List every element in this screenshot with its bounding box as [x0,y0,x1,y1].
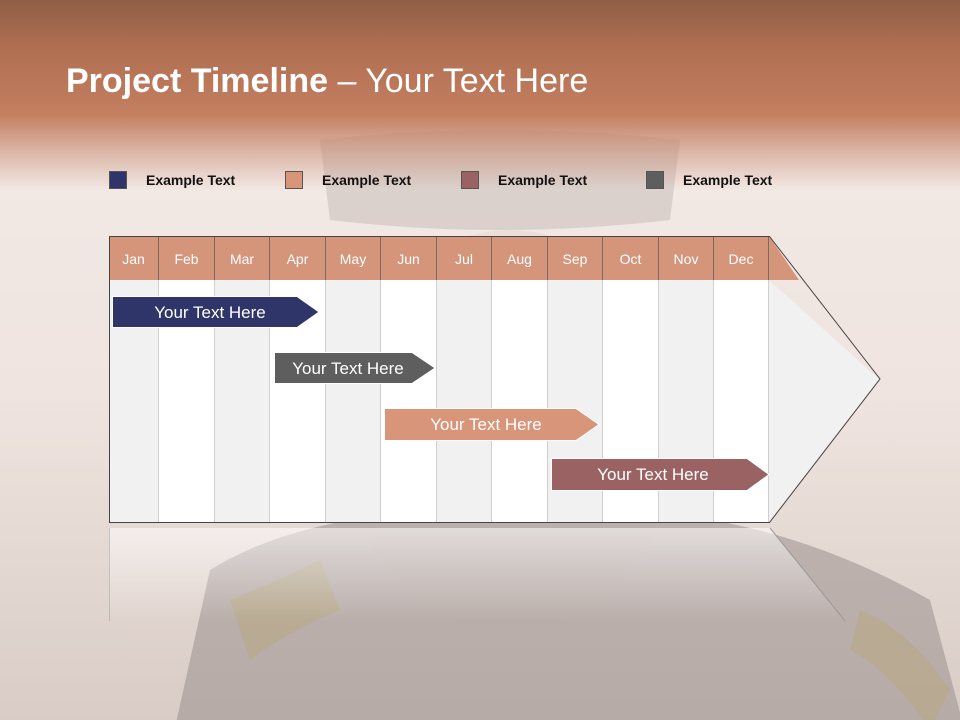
month-column-may [326,280,381,522]
month-header-jan: Jan [109,236,159,280]
month-header-sep: Sep [548,236,603,280]
title-rest: – Your Text Here [328,62,589,100]
slide-title: Project Timeline – Your Text Here [66,60,588,102]
month-bar [109,236,769,280]
month-header-dec: Dec [714,236,769,280]
task-arrow-shape-3 [384,408,600,441]
timeline-border [109,236,881,523]
month-column-jul [437,280,492,522]
legend-swatch-4 [646,171,664,189]
task-bar-2[interactable]: Your Text Here [274,352,436,384]
task-label-1: Your Text Here [154,303,266,322]
timeline-reflection [109,527,846,622]
legend-swatch-1 [109,171,127,189]
legend-label-2: Example Text [322,172,412,188]
legend-swatch-3 [461,171,479,189]
title-bold: Project Timeline [66,62,329,100]
month-header-nov: Nov [659,236,714,280]
month-header-feb: Feb [159,236,215,280]
month-column-jun [381,280,437,522]
month-header-aug: Aug [492,236,548,280]
legend-label-3: Example Text [498,172,588,188]
header-band [0,0,960,190]
task-label-3: Your Text Here [430,415,542,434]
timeline-arrow-outline [769,236,879,522]
task-label-2: Your Text Here [292,359,404,378]
month-header-may: May [326,236,381,280]
month-header-jul: Jul [437,236,492,280]
legend-label-4: Example Text [683,172,773,188]
legend-label-1: Example Text [146,172,236,188]
task-label-4: Your Text Here [597,465,709,484]
task-bar-4[interactable]: Your Text Here [551,458,770,491]
month-header-oct: Oct [603,236,659,280]
task-arrow-shape-4 [551,458,770,491]
task-arrow-shape-1 [112,296,320,328]
task-bar-1[interactable]: Your Text Here [112,296,320,328]
month-header-apr: Apr [270,236,326,280]
legend-swatch-2 [285,171,303,189]
month-header-mar: Mar [215,236,270,280]
task-arrow-shape-2 [274,352,436,384]
task-bar-3[interactable]: Your Text Here [384,408,600,441]
month-column-aug [492,280,548,522]
month-header-jun: Jun [381,236,437,280]
